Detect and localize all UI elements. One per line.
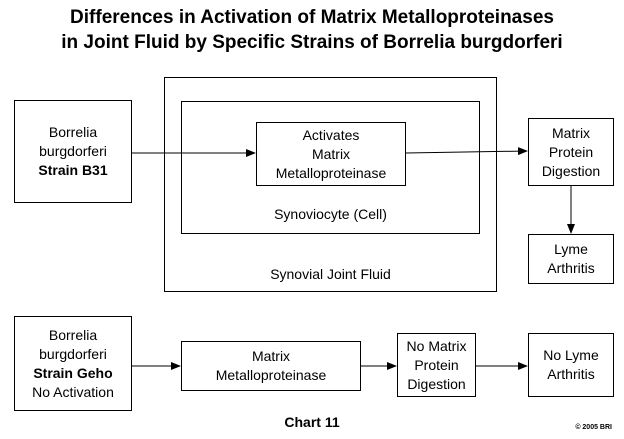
strain-b31-name: Strain B31 — [38, 162, 108, 178]
digestion-line-3: Digestion — [541, 162, 601, 179]
strain-geho-name: Strain Geho — [33, 364, 113, 381]
no-lyme-arthritis-box: No Lyme Arthritis — [528, 333, 614, 397]
no-lyme-arthritis-line-1: No Lyme — [543, 347, 599, 363]
copyright-notice: © 2005 BRI — [575, 424, 612, 431]
no-matrix-protein-digestion-box: No Matrix Protein Digestion — [397, 333, 476, 397]
strain-b31-box: Borrelia burgdorferi Strain B31 — [14, 100, 132, 203]
mmp-box: Matrix Metalloproteinase — [181, 341, 361, 391]
strain-geho-box: Borrelia burgdorferi Strain Geho No Acti… — [14, 316, 132, 411]
matrix-protein-digestion-box: Matrix Protein Digestion — [528, 118, 614, 186]
lyme-arthritis-box: Lyme Arthritis — [528, 234, 614, 284]
strain-geho-line-4: No Activation — [32, 383, 114, 400]
chart-number-label: Chart 11 — [284, 414, 340, 430]
mmp-line-1: Matrix — [251, 348, 291, 364]
no-digestion-line-1: No Matrix — [406, 337, 467, 354]
synoviocyte-label: Synoviocyte (Cell) — [274, 206, 387, 222]
digestion-line-2: Protein — [548, 143, 594, 160]
title-line-1: Differences in Activation of Matrix Meta… — [70, 7, 554, 28]
activates-line-3: Metalloproteinase — [275, 164, 387, 181]
no-digestion-line-3: Digestion — [407, 375, 466, 392]
strain-geho-line-2: burgdorferi — [39, 345, 107, 362]
digestion-line-1: Matrix — [551, 124, 591, 141]
strain-b31-line-1: Borrelia — [48, 124, 98, 140]
diagram-title: Differences in Activation of Matrix Meta… — [0, 5, 624, 55]
lyme-arthritis-line-1: Lyme — [554, 241, 588, 257]
synovial-joint-fluid-label: Synovial Joint Fluid — [270, 266, 391, 282]
mmp-line-2: Metalloproteinase — [215, 367, 327, 383]
lyme-arthritis-line-2: Arthritis — [547, 260, 595, 276]
arrow-activates-to-digestion — [405, 147, 528, 156]
strain-geho-line-1: Borrelia — [48, 326, 98, 343]
activates-line-1: Activates — [302, 126, 360, 143]
activates-mmp-box: Activates Matrix Metalloproteinase — [256, 122, 406, 186]
title-line-2: in Joint Fluid by Specific Strains of Bo… — [61, 32, 563, 53]
no-lyme-arthritis-line-2: Arthritis — [547, 366, 595, 382]
no-digestion-line-2: Protein — [414, 356, 459, 373]
activates-line-2: Matrix — [311, 145, 351, 162]
strain-b31-line-2: burgdorferi — [39, 143, 107, 159]
